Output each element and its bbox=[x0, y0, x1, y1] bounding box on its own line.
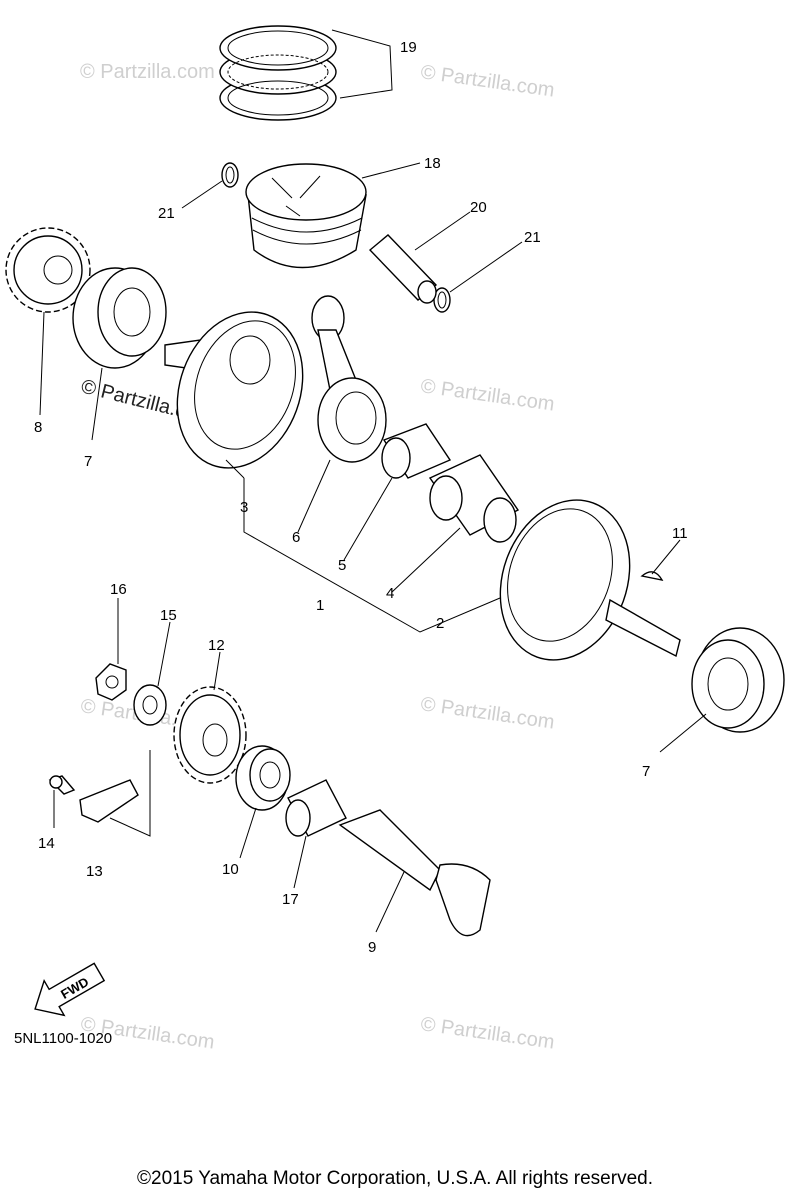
callout-21[interactable]: 21 bbox=[524, 229, 541, 246]
callout-17[interactable]: 17 bbox=[282, 891, 299, 908]
callout-13[interactable]: 13 bbox=[86, 863, 103, 880]
callout-21[interactable]: 21 bbox=[158, 205, 175, 222]
assembly-bracket-lines bbox=[109, 478, 501, 837]
diagram-code: 5NL1100-1020 bbox=[14, 1030, 113, 1047]
part-crank-bearing-left[interactable] bbox=[72, 267, 167, 369]
copyright-notice: ©2015 Yamaha Motor Corporation, U.S.A. A… bbox=[137, 1168, 653, 1189]
part-crankshaft-half-right[interactable] bbox=[479, 482, 681, 679]
leader-lines bbox=[39, 29, 707, 933]
callout-numbers: 19 18 20 21 21 8 7 3 6 5 1 4 2 11 7 16 1… bbox=[34, 39, 688, 956]
part-bolt[interactable] bbox=[48, 775, 76, 795]
callout-6[interactable]: 6 bbox=[292, 529, 300, 546]
callout-7[interactable]: 7 bbox=[642, 763, 650, 780]
callout-14[interactable]: 14 bbox=[38, 835, 55, 852]
callout-10[interactable]: 10 bbox=[222, 861, 239, 878]
callout-20[interactable]: 20 bbox=[470, 199, 487, 216]
part-connecting-rod[interactable] bbox=[311, 295, 387, 463]
callout-5[interactable]: 5 bbox=[338, 557, 346, 574]
callout-9[interactable]: 9 bbox=[368, 939, 376, 956]
part-plate[interactable] bbox=[79, 779, 139, 823]
part-nut[interactable] bbox=[95, 663, 127, 701]
part-primary-drive-gear[interactable] bbox=[5, 227, 91, 313]
callout-4[interactable]: 4 bbox=[386, 585, 394, 602]
callout-15[interactable]: 15 bbox=[160, 607, 177, 624]
watermark-text: © Partzilla.com bbox=[419, 1013, 556, 1054]
part-balancer-needle-bearing[interactable] bbox=[285, 779, 347, 837]
part-piston[interactable] bbox=[245, 163, 367, 269]
part-piston-rings[interactable] bbox=[219, 25, 337, 121]
callout-8[interactable]: 8 bbox=[34, 419, 42, 436]
part-crank-pin[interactable] bbox=[428, 454, 520, 543]
watermark-text: © Partzilla.com bbox=[80, 61, 215, 83]
callout-16[interactable]: 16 bbox=[110, 581, 127, 598]
part-woodruff-key[interactable] bbox=[640, 571, 664, 581]
callout-11[interactable]: 11 bbox=[672, 525, 688, 542]
callout-7[interactable]: 7 bbox=[84, 453, 92, 470]
callout-3[interactable]: 3 bbox=[240, 499, 248, 516]
callout-12[interactable]: 12 bbox=[208, 637, 225, 654]
part-piston-pin-clip[interactable] bbox=[221, 162, 239, 188]
part-crankshaft-half-left[interactable] bbox=[156, 294, 323, 485]
watermark-text: © Partzilla.com bbox=[419, 375, 556, 416]
part-balancer-bearing[interactable] bbox=[235, 745, 291, 811]
callout-1[interactable]: 1 bbox=[316, 597, 324, 614]
part-lock-washer[interactable] bbox=[133, 684, 167, 726]
part-balancer-shaft[interactable] bbox=[338, 809, 491, 937]
callout-19[interactable]: 19 bbox=[400, 39, 417, 56]
callout-18[interactable]: 18 bbox=[424, 155, 441, 172]
part-needle-bearing[interactable] bbox=[381, 423, 452, 479]
part-piston-pin[interactable] bbox=[368, 234, 438, 304]
part-balancer-gear[interactable] bbox=[173, 686, 247, 784]
watermark-text: © Partzilla.com bbox=[419, 61, 556, 102]
callout-2[interactable]: 2 bbox=[436, 615, 444, 632]
part-crank-bearing-right[interactable] bbox=[691, 627, 785, 733]
watermark-text: © Partzilla.com bbox=[419, 693, 556, 734]
